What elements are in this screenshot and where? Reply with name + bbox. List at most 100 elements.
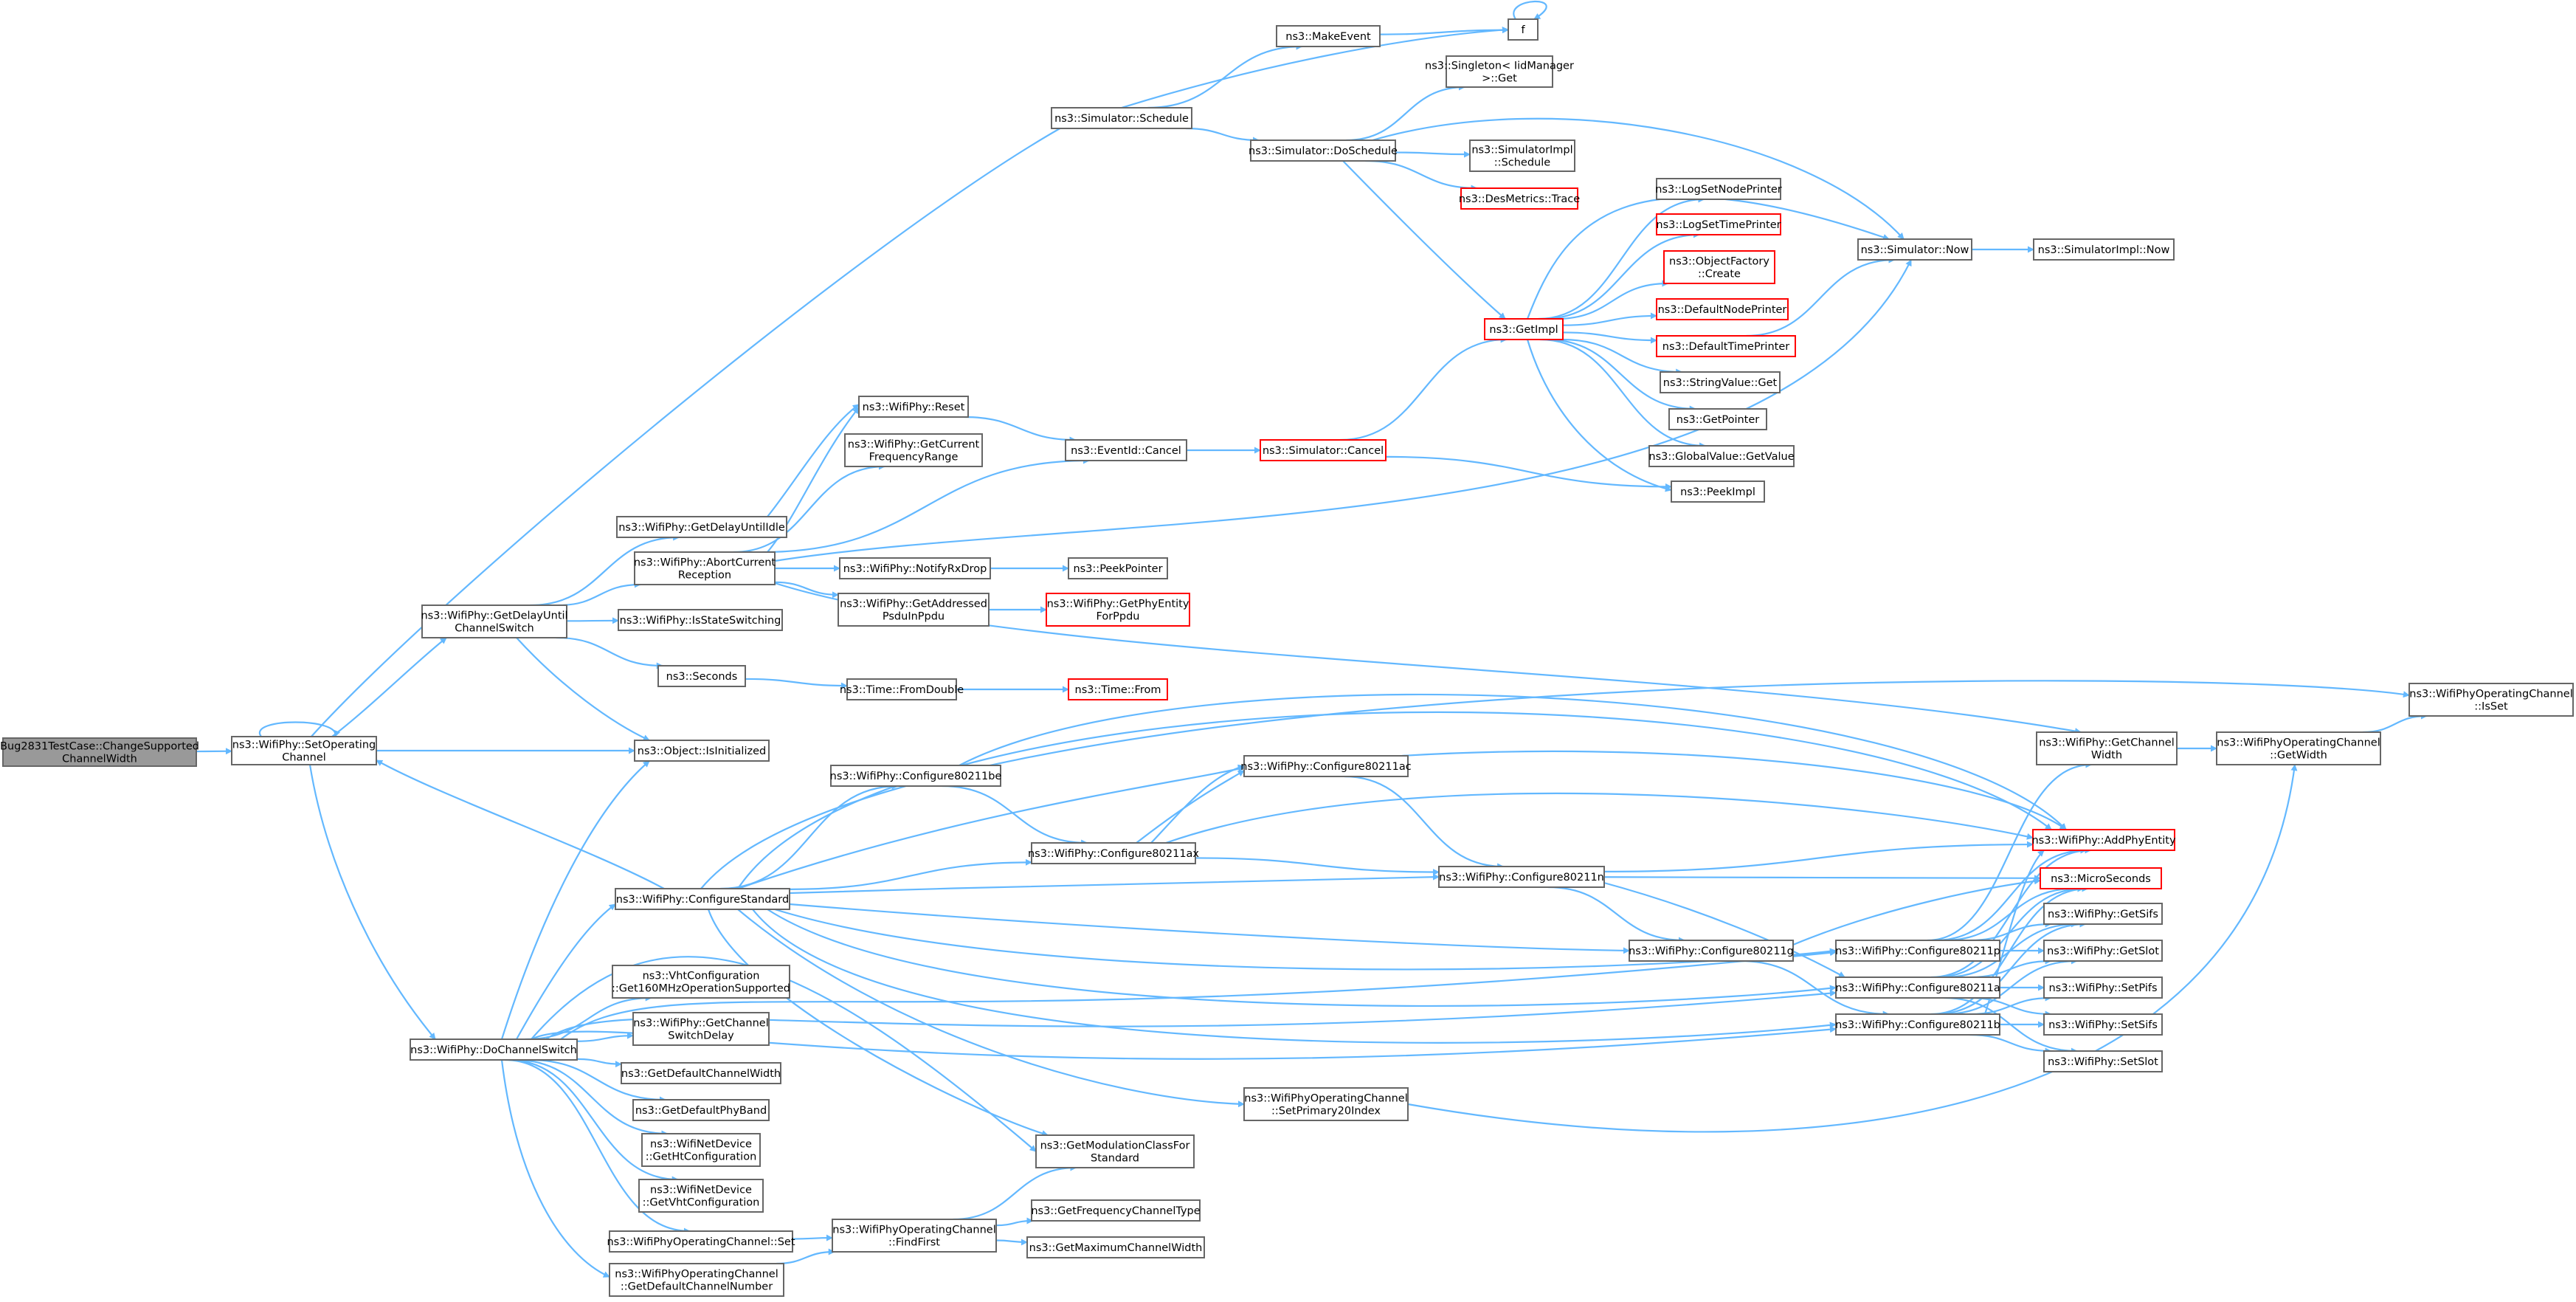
node-reset[interactable]: ns3::WifiPhy::Reset [858,396,969,418]
node-simimplsched[interactable]: ns3::SimulatorImpl::Schedule [1469,140,1575,172]
node-getmaxchw[interactable]: ns3::GetMaximumChannelWidth [1026,1236,1205,1258]
node-getfreqtype[interactable]: ns3::GetFrequencyChannelType [1031,1199,1201,1222]
edge-cfgb-micro [1930,885,2089,1016]
node-label: ::Schedule [1494,157,1550,169]
node-fromdouble[interactable]: ns3::Time::FromDouble [840,678,964,700]
edge-abort-simnow [774,259,1912,562]
edge-cfgn-micro [1603,875,2041,882]
node-cfgstd[interactable]: ns3::WifiPhy::ConfigureStandard [615,888,790,910]
node-isinit[interactable]: ns3::Object::IsInitialized [634,740,770,762]
node-box [1446,55,1553,88]
node-setpifs[interactable]: ns3::WifiPhy::SetPifs [2043,976,2163,999]
node-opdefch[interactable]: ns3::WifiPhyOperatingChannel::GetDefault… [609,1263,784,1297]
node-getimpl[interactable]: ns3::GetImpl [1484,318,1564,340]
node-addphy[interactable]: ns3::WifiPhy::AddPhyEntity [2031,829,2176,851]
node-makeevent[interactable]: ns3::MakeEvent [1276,25,1381,47]
node-cfgb[interactable]: ns3::WifiPhy::Configure80211b [1835,1013,2000,1036]
node-getptr[interactable]: ns3::GetPointer [1668,408,1767,430]
node-box [2408,683,2574,717]
node-label: ns3::WifiPhyOperatingChannel [615,1269,778,1281]
node-getsifs[interactable]: ns3::WifiPhy::GetSifs [2043,903,2163,925]
node-cfgax[interactable]: ns3::WifiPhy::Configure80211ax [1028,842,1199,864]
node-getdelayidle[interactable]: ns3::WifiPhy::GetDelayUntilIdle [616,516,787,538]
node-cfgp[interactable]: ns3::WifiPhy::Configure80211p [1835,940,2000,962]
node-cfgn[interactable]: ns3::WifiPhy::Configure80211n [1438,866,1605,888]
edge-cfgbe-cfgax [942,785,1088,847]
node-globget[interactable]: ns3::GlobalValue::GetValue [1648,445,1795,467]
node-setsifs[interactable]: ns3::WifiPhy::SetSifs [2043,1013,2163,1036]
node-opset[interactable]: ns3::WifiPhyOperatingChannel::Set [607,1230,795,1253]
node-label: ns3::WifiPhy::SetPifs [2048,982,2157,994]
node-cfgbe[interactable]: ns3::WifiPhy::Configure80211be [830,765,1002,787]
node-label: ns3::WifiPhy::Configure80211n [1439,872,1604,884]
node-schedule[interactable]: ns3::Simulator::Schedule [1051,107,1192,129]
node-findfirst[interactable]: ns3::WifiPhyOperatingChannel::FindFirst [832,1219,997,1253]
edge-cfgp-micro [1944,885,2076,942]
node-lognode[interactable]: ns3::LogSetNodePrinter [1655,178,1782,200]
node-strget[interactable]: ns3::StringValue::Get [1660,371,1781,393]
node-getslot[interactable]: ns3::WifiPhy::GetSlot [2043,940,2163,962]
node-getht[interactable]: ns3::WifiNetDevice::GetHtConfiguration [641,1133,761,1167]
node-cfgac[interactable]: ns3::WifiPhy::Configure80211ac [1240,755,1412,777]
node-f[interactable]: f [1508,18,1539,41]
edge-cfgstd-setop [376,760,665,889]
node-objfactory[interactable]: ns3::ObjectFactory::Create [1663,250,1775,284]
node-box [616,516,787,538]
node-evcancel[interactable]: ns3::EventId::Cancel [1065,439,1187,461]
edge-cfgstd-cfgax [789,858,1032,890]
node-box [1469,140,1575,172]
node-label: ns3::DefaultTimePrinter [1662,341,1789,353]
node-isset[interactable]: ns3::WifiPhyOperatingChannel::IsSet [2408,683,2574,717]
edge-getdelaysw-isinit [516,637,650,741]
node-dochsw[interactable]: ns3::WifiPhy::DoChannelSwitch [410,1038,578,1061]
node-notifyrx[interactable]: ns3::WifiPhy::NotifyRxDrop [839,557,991,579]
node-vht160[interactable]: ns3::VhtConfiguration::Get160MHzOperatio… [612,965,790,999]
node-getdefband[interactable]: ns3::GetDefaultPhyBand [632,1099,770,1121]
node-label: ::GetHtConfiguration [646,1151,757,1163]
edge-dochsw-getdefband [528,1058,666,1103]
node-isstatesw[interactable]: ns3::WifiPhy::IsStateSwitching [618,609,783,631]
node-label: ns3::PeekImpl [1680,486,1755,498]
node-bug[interactable]: Bug2831TestCase::ChangeSupportedChannelW… [0,737,199,767]
node-box [2216,731,2381,765]
edge-reset-evcancel [964,416,1077,444]
node-setprim[interactable]: ns3::WifiPhyOperatingChannel::SetPrimary… [1243,1087,1409,1121]
node-logtime[interactable]: ns3::LogSetTimePrinter [1656,213,1781,235]
node-box [2033,238,2175,261]
node-getdefchw[interactable]: ns3::GetDefaultChannelWidth [621,1062,781,1084]
edge-findfirst-getmaxchw [995,1239,1028,1246]
node-box [1260,439,1387,461]
node-opgetwidth[interactable]: ns3::WifiPhyOperatingChannel::GetWidth [2216,731,2381,765]
node-cfgg[interactable]: ns3::WifiPhy::Configure80211g [1629,940,1794,962]
edge-cfgp-addphy [1935,847,2088,942]
node-getvht[interactable]: ns3::WifiNetDevice::GetVhtConfiguration [638,1179,764,1213]
node-singleton[interactable]: ns3::Singleton< IidManager >::Get [1425,55,1574,88]
node-simcancel[interactable]: ns3::Simulator::Cancel [1260,439,1387,461]
edge-cfgg-cfgb [1740,960,1890,1018]
node-setslot[interactable]: ns3::WifiPhy::SetSlot [2043,1050,2163,1072]
node-defnode[interactable]: ns3::DefaultNodePrinter [1656,298,1789,320]
node-label: ns3::WifiPhyOperatingChannel [1244,1093,1407,1105]
node-timefrom[interactable]: ns3::Time::From [1068,678,1168,700]
node-seconds[interactable]: ns3::Seconds [657,665,746,687]
edge-dochsw-getchsw [576,1032,634,1042]
edge-doschedule-simimplsched [1395,151,1471,158]
node-micro[interactable]: ns3::MicroSeconds [2040,867,2162,889]
node-desmetrics[interactable]: ns3::DesMetrics::Trace [1459,187,1580,210]
node-simnow[interactable]: ns3::Simulator::Now [1857,238,1972,261]
node-doschedule[interactable]: ns3::Simulator::DoSchedule [1249,140,1398,162]
node-peekptr[interactable]: ns3::PeekPointer [1068,557,1168,579]
node-simimplnow[interactable]: ns3::SimulatorImpl::Now [2033,238,2175,261]
node-cfga[interactable]: ns3::WifiPhy::Configure80211a [1835,976,2000,999]
node-deftime[interactable]: ns3::DefaultTimePrinter [1656,335,1796,357]
node-peekimpl[interactable]: ns3::PeekImpl [1671,480,1765,503]
